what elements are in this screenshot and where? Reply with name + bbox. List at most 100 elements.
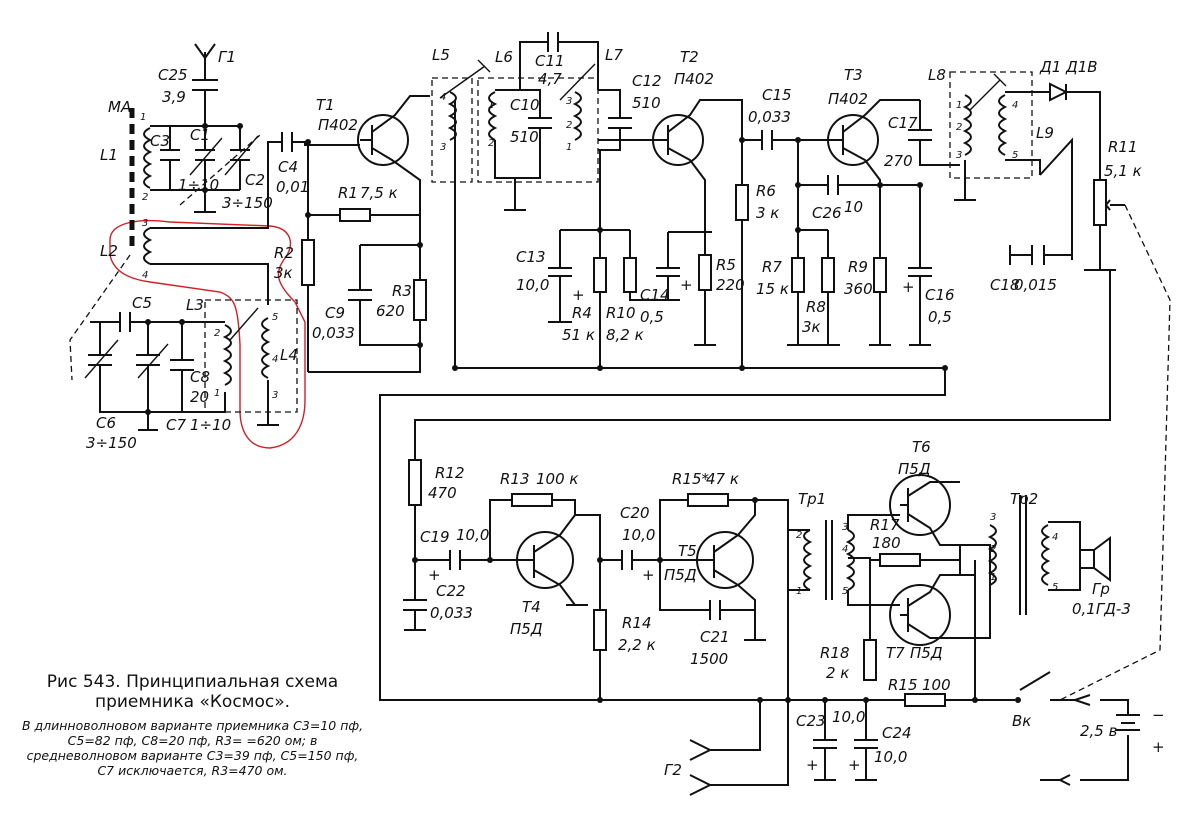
c1-value: 1÷10 (178, 176, 219, 194)
l5-pin4: 4 (440, 92, 446, 103)
l8-coil (962, 94, 972, 156)
l1-pin2: 2 (142, 192, 148, 203)
c7-label: C7 (166, 416, 186, 434)
r9-wires (869, 292, 891, 346)
c1-label: C1 (190, 126, 210, 144)
gang-dash (179, 134, 261, 206)
r2-body (301, 239, 315, 286)
c6-plates (88, 354, 112, 366)
t3-pins (835, 99, 920, 258)
l2-to-l4 (150, 263, 269, 305)
l9-pin5: 5 (1012, 150, 1018, 161)
t6-type: П5Д (898, 460, 931, 478)
l4-coil (261, 317, 271, 379)
l1-coil (143, 127, 153, 189)
l5-label: L5 (432, 46, 450, 64)
c3-plates (160, 149, 180, 161)
battery-label: 2,5 в (1080, 722, 1118, 740)
l6-label: L6 (495, 48, 513, 66)
r12-body (408, 459, 422, 506)
caption-title-line1: Рис 543. Принципиальная схема (46, 672, 339, 692)
r12-value: 470 (428, 484, 457, 502)
c6-value: 3÷150 (86, 434, 137, 452)
battery-icon (1116, 714, 1140, 731)
l8-pin2: 2 (956, 122, 962, 133)
l2-pin4: 4 (142, 270, 148, 281)
c20-plates (600, 550, 700, 570)
l9-coil (998, 94, 1008, 156)
r18-value: 2 к (826, 664, 849, 682)
tr2-pin1: 1 (990, 572, 996, 583)
tr1-secondary (845, 529, 855, 591)
c14-value: 0,5 (640, 308, 664, 326)
c8-value: 20 (190, 388, 209, 406)
c14-plates (656, 267, 680, 277)
l7-coil (572, 91, 582, 141)
t7-pins (900, 560, 991, 639)
t2-label: Т2 (680, 48, 699, 66)
l9-pin4: 4 (1012, 100, 1018, 111)
r17-wires (870, 545, 961, 575)
c18-label: C18 (990, 276, 1020, 294)
r13-label: R13 (500, 470, 530, 488)
r15s-value: 47 к (706, 470, 739, 488)
c12-label: C12 (632, 72, 662, 90)
junction-dots (145, 123, 978, 703)
r6-value: 3 к (756, 204, 779, 222)
c13-plates (548, 267, 572, 277)
l7-pin3: 3 (566, 96, 572, 107)
figure-caption: Рис 543. Принципиальная схема приемника … (20, 672, 365, 778)
r6-label: R6 (756, 182, 776, 200)
c15-value: 0,033 (748, 108, 791, 126)
c19-plates (449, 550, 461, 570)
t7-type: П5Д (910, 644, 943, 662)
t7-label: Т7 (886, 644, 905, 662)
tr1-pin2: 2 (796, 530, 802, 541)
l3-tune (229, 307, 259, 341)
band-tank-wires (90, 321, 226, 413)
t5-transistor-icon (696, 531, 754, 589)
r2-label: R2 (274, 244, 294, 262)
r3-body (413, 279, 427, 321)
c10-value: 510 (510, 128, 539, 146)
c17-plates (908, 129, 932, 141)
g2-label: Г2 (664, 761, 682, 779)
c18-value: 0,015 (1014, 276, 1057, 294)
l8-l9-shield (949, 71, 1033, 179)
r11-wiper (1104, 199, 1125, 211)
c21-wires (659, 560, 755, 611)
r10-body (623, 257, 637, 293)
ma-link-dash (69, 254, 131, 381)
c25-label: C25 (158, 66, 188, 84)
tr2-primary (987, 524, 997, 586)
r11-body (1093, 179, 1107, 226)
c10-wires (494, 89, 541, 211)
c4-plates (281, 132, 293, 152)
r6-body (735, 184, 749, 221)
battery-minus: − (1152, 706, 1165, 724)
t3-type: П402 (828, 90, 868, 108)
l4-pin5: 5 (272, 312, 278, 323)
c22-label: C22 (436, 582, 466, 600)
c8-plates (170, 359, 194, 371)
r8-body (821, 257, 835, 293)
ground-tank1 (194, 190, 216, 213)
l8-tune (969, 73, 1007, 111)
r14-body (593, 609, 607, 651)
c19-label: C19 (420, 528, 450, 546)
c6-arrow (84, 339, 119, 379)
c24-plates (854, 739, 878, 749)
c8-label: C8 (190, 368, 210, 386)
t2-type: П402 (674, 70, 714, 88)
c7-arrow (137, 343, 169, 379)
tr1-label: Тр1 (798, 490, 826, 508)
t6-label: Т6 (912, 438, 931, 456)
l3-label: L3 (186, 296, 204, 314)
c3-label: C3 (150, 132, 170, 150)
r5-label: R5 (716, 256, 736, 274)
l8-pin3: 3 (956, 150, 962, 161)
c10-label: C10 (510, 96, 540, 114)
tr1-wires (788, 514, 900, 680)
l5-pin3: 3 (440, 142, 446, 153)
l6-pin1: 1 (488, 100, 494, 111)
